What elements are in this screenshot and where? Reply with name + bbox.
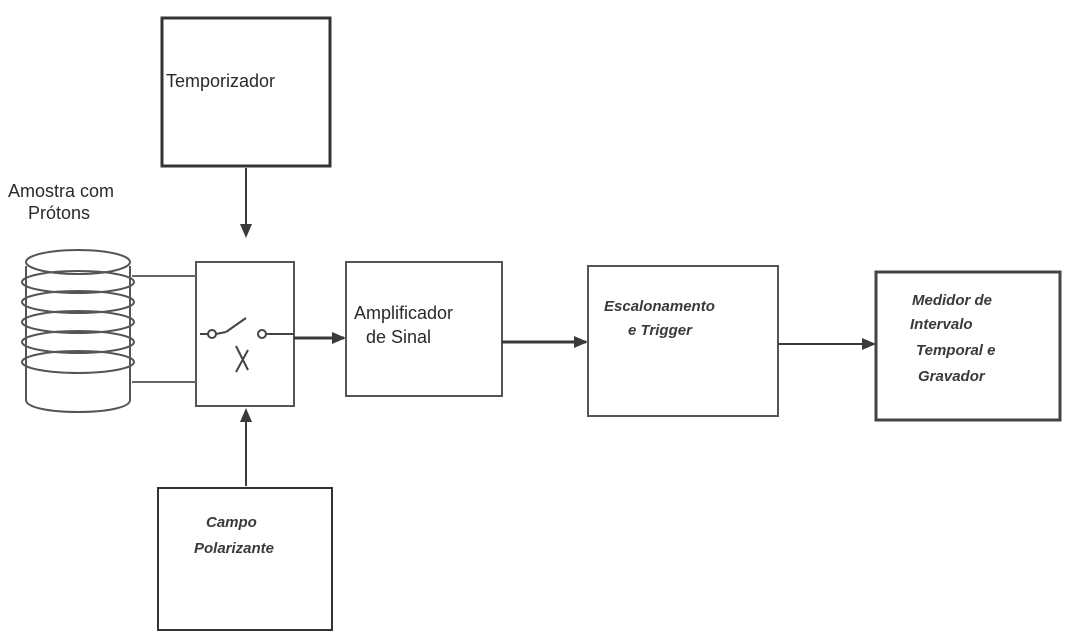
amplifier-label-line2: de Sinal	[366, 327, 432, 347]
sample-cylinder-icon	[21, 249, 135, 413]
switch-symbol-icon	[200, 317, 294, 373]
timer-box	[160, 16, 332, 168]
amplifier-label-line1: Amplificador	[354, 303, 454, 323]
scaling-label-line2: e Trigger	[628, 322, 692, 339]
amplifier-box	[345, 261, 503, 397]
timer-label: Temporizador	[166, 71, 276, 91]
meter-label-line4: Gravador	[918, 368, 985, 385]
meter-box	[874, 270, 1062, 422]
field-box	[157, 487, 333, 631]
sample-label-line2: Prótons	[28, 203, 91, 223]
meter-label-line2: Intervalo	[910, 316, 973, 333]
field-label-line1: Campo	[206, 514, 257, 531]
scaling-label-line1: Escalonamento	[604, 298, 715, 315]
scaling-box	[587, 265, 779, 417]
meter-label-line3: Temporal e	[916, 342, 996, 359]
sample-label-line1: Amostra com	[8, 181, 115, 201]
meter-label-line1: Medidor de	[912, 292, 993, 309]
field-label-line2: Polarizante	[194, 540, 275, 557]
